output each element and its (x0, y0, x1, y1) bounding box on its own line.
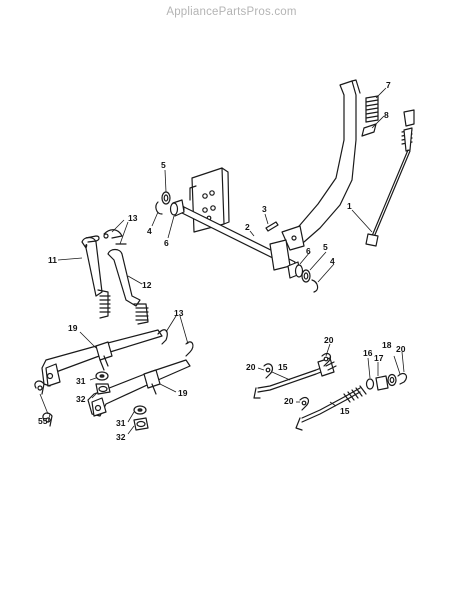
watermark: AppliancePartsPros.com (166, 6, 297, 18)
leader-lines (39, 87, 405, 435)
callout-13-upper: 13 (128, 213, 138, 223)
washer-nut-set-lower (133, 405, 149, 431)
callout-1: 1 (347, 201, 352, 211)
cotter-pin (265, 221, 279, 232)
callout-5-right: 5 (323, 242, 328, 252)
callout-4-right: 4 (330, 256, 335, 266)
callout-11: 11 (48, 255, 57, 265)
lift-shaft (177, 204, 296, 271)
mounting-bracket (189, 167, 230, 233)
callout-16: 16 (363, 348, 373, 358)
callout-8: 8 (384, 110, 389, 120)
callout-20-top: 20 (324, 335, 334, 345)
callout-55: 55 (38, 416, 48, 426)
shaft-bushing-right (287, 261, 319, 293)
callout-32-upper: 32 (76, 394, 86, 404)
callout-4-left: 4 (147, 226, 152, 236)
callout-20-right: 20 (396, 344, 406, 354)
handle-knob (361, 123, 377, 137)
hairpin-clips-upper (85, 229, 127, 245)
callout-19-upper: 19 (68, 323, 78, 333)
callout-3: 3 (262, 204, 267, 214)
callout-31-lower: 31 (116, 418, 126, 428)
rod-hardware (365, 372, 408, 391)
callout-13-lower: 13 (174, 308, 184, 318)
callout-5-left: 5 (161, 160, 166, 170)
callout-7: 7 (386, 80, 391, 90)
lift-link-upper (41, 329, 163, 387)
washer-nut-set-upper (95, 371, 111, 395)
hanger-12 (107, 248, 149, 325)
callout-15-upper: 15 (278, 362, 288, 372)
deck-rod-lower (295, 385, 367, 431)
callout-6-right: 6 (306, 246, 311, 256)
lift-handle (281, 79, 361, 251)
callout-32-lower: 32 (116, 432, 126, 442)
hanger-11 (81, 236, 111, 319)
callout-31-upper: 31 (76, 376, 86, 386)
callout-20-left: 20 (246, 362, 256, 372)
rod-clips (263, 352, 332, 411)
callout-6-left: 6 (164, 238, 169, 248)
shaft-bushing-left (155, 191, 185, 217)
callout-2: 2 (245, 222, 250, 232)
callout-20-mid: 20 (284, 396, 294, 406)
callout-15-lower: 15 (340, 406, 350, 416)
callout-17: 17 (374, 353, 384, 363)
callout-labels: 1 2 3 4 4 5 5 6 6 7 8 11 12 13 13 15 15 … (38, 80, 406, 442)
adjustment-rod (365, 109, 415, 247)
callout-18: 18 (382, 340, 392, 350)
handle-spring (365, 95, 379, 123)
callout-19-lower: 19 (178, 388, 188, 398)
callout-12: 12 (142, 280, 152, 290)
